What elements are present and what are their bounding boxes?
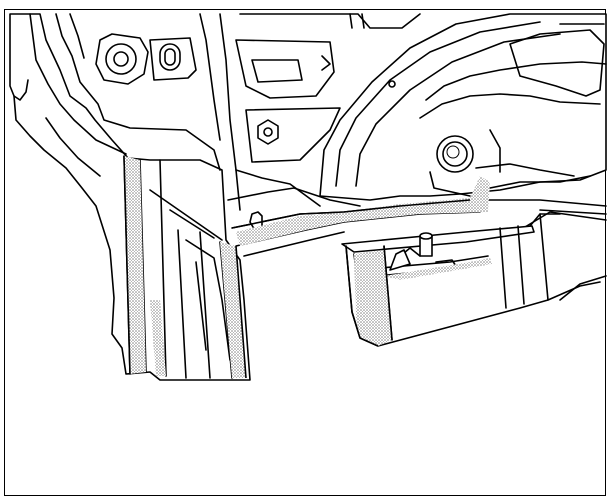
stud-bolt xyxy=(419,235,433,257)
bolt-boss-inner xyxy=(113,51,129,67)
floor-rail xyxy=(231,199,607,301)
seam-sealer-tray-side xyxy=(354,250,392,346)
slot-hole xyxy=(159,43,181,71)
diagram-border xyxy=(4,9,606,496)
sealer-shading xyxy=(124,156,492,378)
small-rivet xyxy=(388,80,396,88)
upper-middle-panel xyxy=(227,13,421,207)
seam-sealer-floor-seam xyxy=(236,212,344,246)
lower-tray xyxy=(341,213,601,347)
seam-sealer-pillar-right xyxy=(220,242,246,378)
hex-bolt xyxy=(257,119,279,145)
bolt-boss-outer xyxy=(105,43,137,75)
seam-sealer-arch-bottom xyxy=(344,176,490,222)
grommet-inner xyxy=(442,141,468,167)
seam-sealer-pillar-left xyxy=(124,156,146,374)
wheel-arch-housing xyxy=(319,13,607,201)
